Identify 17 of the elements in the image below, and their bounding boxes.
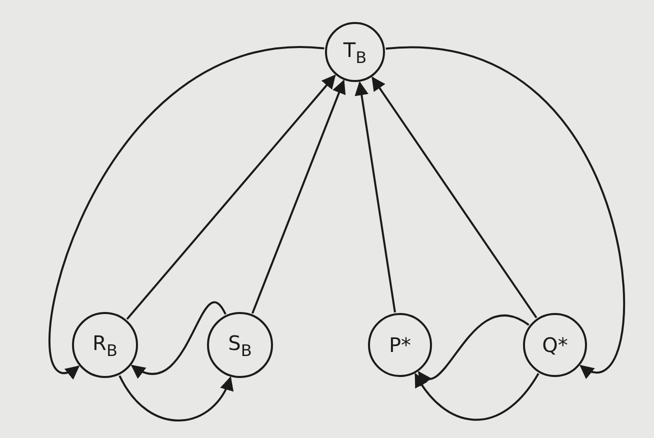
node-circle (72, 312, 138, 378)
arrow (418, 314, 530, 386)
arrow (130, 302, 226, 378)
arrow (386, 48, 625, 377)
arrow (372, 76, 538, 318)
node-label: S$_{B}$ (228, 330, 252, 360)
arrow (118, 375, 232, 422)
node-label: T$_{B}$ (343, 38, 367, 66)
arrow (354, 81, 396, 313)
arrow (126, 74, 336, 320)
node-circle (523, 313, 587, 377)
arrow (48, 47, 324, 378)
node-label: Q* (542, 333, 568, 357)
arrow (414, 372, 540, 421)
arrow (251, 80, 346, 314)
node-label: R$_{B}$ (92, 330, 118, 360)
node-label: P* (388, 333, 412, 357)
